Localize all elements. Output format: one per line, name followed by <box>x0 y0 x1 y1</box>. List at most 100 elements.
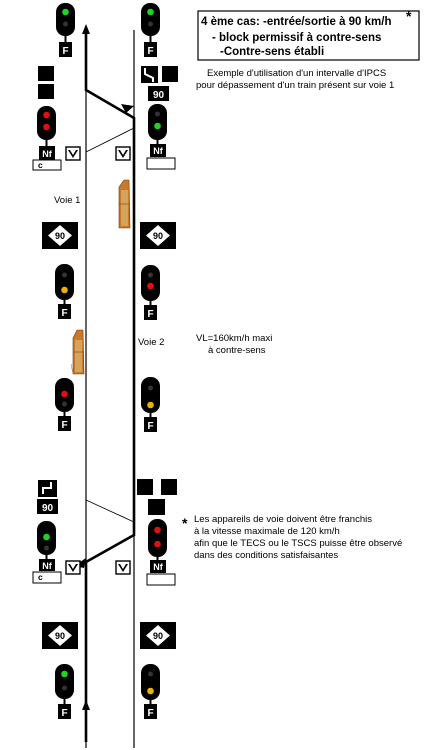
signal-left-lower: F <box>55 378 74 431</box>
title-line-3: -Contre-sens établi <box>220 46 324 58</box>
board-90-text: 90 <box>55 631 65 641</box>
f-plate <box>144 417 157 432</box>
red-light-icon <box>147 282 154 290</box>
footnote-asterisk: * <box>182 515 188 531</box>
v-board-left-upper <box>65 146 81 161</box>
speed-board-90-text: 90 <box>153 90 165 101</box>
yellow-light-icon <box>147 687 154 695</box>
arrow-up-icon <box>82 700 90 710</box>
v-board-right-lower <box>115 560 131 575</box>
off-light-icon <box>148 385 153 391</box>
label-voie-2: Voie 2 <box>138 337 164 348</box>
c-plate <box>146 573 176 586</box>
nf-plate-text: Nf <box>42 561 52 571</box>
nf-plate <box>150 144 166 157</box>
signal-head <box>148 104 167 140</box>
title-frame <box>197 10 420 61</box>
red-light-icon <box>154 540 161 548</box>
black-panel-icon <box>38 66 54 81</box>
off-light-icon <box>62 685 67 691</box>
f-plate-text: F <box>61 308 67 319</box>
f-plate-text: F <box>147 421 153 432</box>
nf-plate-text: Nf <box>42 149 52 159</box>
f-plate <box>144 305 157 320</box>
label-vl-line-2: à contre-sens <box>208 345 266 356</box>
signal-left-bottom: F <box>55 664 74 719</box>
off-light-icon <box>148 272 153 278</box>
footnote-line-3: afin que le TECS ou le TSCS puisse être … <box>194 538 402 549</box>
tracks <box>74 24 136 748</box>
v-chevron-icon <box>68 564 78 572</box>
off-light-icon <box>62 401 67 407</box>
green-light-icon <box>154 122 161 130</box>
black-panel-icon <box>148 499 165 515</box>
green-light-icon <box>147 8 154 16</box>
c-plate-text: c <box>38 160 43 170</box>
title-line-2: - block permissif à contre-sens <box>212 32 381 44</box>
signal-left-middle: F <box>55 264 74 319</box>
speed-board-90-text: 90 <box>42 503 54 514</box>
signal-right-lower: F <box>141 377 160 432</box>
signal-right-middle: F <box>141 265 160 320</box>
footnote-line-1: Les appareils de voie doivent être franc… <box>194 514 372 525</box>
f-plate-text: F <box>147 46 153 57</box>
board-90-right-lower: 90 <box>140 622 176 649</box>
crossover-bottom <box>85 499 135 523</box>
black-panel-icon <box>162 66 178 82</box>
nf-plate <box>39 559 55 571</box>
board-90-left-lower: 90 <box>42 622 78 649</box>
speed-board-90 <box>148 86 169 101</box>
nf-plate-text: Nf <box>153 146 163 156</box>
train-voie-2 <box>118 179 131 229</box>
v-board-left-lower <box>65 560 81 575</box>
board-90-text: 90 <box>153 231 163 241</box>
yellow-light-icon <box>147 401 154 409</box>
signal-left-entry: 90 Nf c <box>32 480 62 584</box>
signal-head <box>37 106 56 140</box>
train-voie-1 <box>70 329 85 375</box>
off-light-icon <box>62 272 67 278</box>
f-plate-text: F <box>147 309 153 320</box>
yellow-light-icon <box>61 286 68 294</box>
f-plate <box>58 416 71 431</box>
title-box: 4 ème cas: -entrée/sortie à 90 km/h * - … <box>197 8 420 61</box>
c-plate <box>32 571 62 584</box>
green-light-icon <box>43 533 50 541</box>
f-plate <box>144 704 157 719</box>
board-90-left-upper: 90 <box>42 222 78 249</box>
green-light-icon <box>62 8 69 16</box>
black-panel-icon <box>161 479 177 495</box>
signal-right-bottom: F <box>141 664 160 719</box>
title-line-1: 4 ème cas: -entrée/sortie à 90 km/h <box>201 16 392 28</box>
f-plate <box>144 42 157 57</box>
label-vl-line-1: VL=160km/h maxi <box>196 333 272 344</box>
footnote-line-2: à la vitesse maximale de 120 km/h <box>194 526 340 537</box>
signal-head <box>141 664 160 700</box>
red-light-icon <box>61 390 68 398</box>
v-chevron-icon <box>118 564 128 572</box>
diamond-icon <box>146 225 170 246</box>
board-90-right-upper: 90 <box>140 222 176 249</box>
signal-right-exit: Nf <box>137 479 177 586</box>
f-plate <box>59 42 72 57</box>
route-contre-sens <box>84 30 136 742</box>
green-light-icon <box>61 670 68 678</box>
v-chevron-icon <box>68 150 78 158</box>
signal-head <box>148 519 167 557</box>
board-90-text: 90 <box>153 631 163 641</box>
diamond-icon <box>146 625 170 646</box>
label-voie-1: Voie 1 <box>54 195 80 206</box>
footnote-line-4: dans des conditions satisfaisantes <box>194 550 338 561</box>
black-panel-icon <box>38 84 54 99</box>
arrow-up-icon <box>82 24 90 34</box>
subtitle-line-2: pour dépassement d'un train présent sur … <box>196 80 394 91</box>
f-plate-text: F <box>61 708 67 719</box>
signal-right-top: F <box>141 3 160 57</box>
red-light-icon <box>43 111 50 119</box>
board-90-text: 90 <box>55 231 65 241</box>
off-light-icon <box>63 21 68 27</box>
subtitle-line-1: Exemple d'utilisation d'un intervalle d'… <box>207 68 386 79</box>
title-asterisk: * <box>406 8 412 24</box>
arrow-up-icon <box>121 104 134 113</box>
